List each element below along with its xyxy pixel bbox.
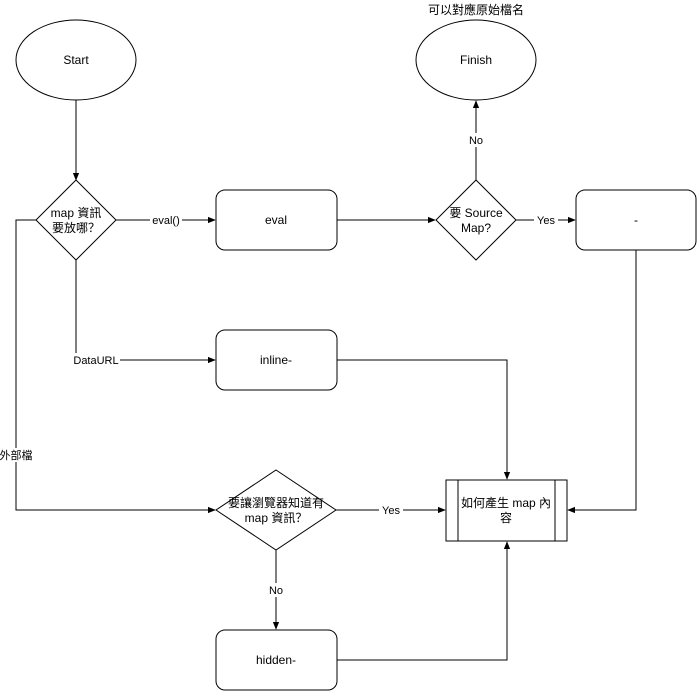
node-hidden-label: hidden-: [256, 653, 296, 667]
edge-inline-to-generate: [337, 359, 511, 480]
edge-dash-to-generate: [567, 250, 637, 514]
edge-decision-to-browser: [15, 219, 216, 514]
decision-browser-know: 要讓瀏覽器知道有 map 資訊？: [215, 469, 337, 551]
decision-where-map-line1: map 資訊: [51, 205, 102, 220]
decision-source-map: 要 Source Map?: [435, 179, 517, 261]
node-start-label: Start: [63, 53, 89, 67]
edge-labels: eval() DataURL 外部檔 No Yes Yes No: [0, 133, 558, 597]
node-finish-label: Finish: [460, 53, 492, 67]
edge-label-yes-generate: Yes: [382, 505, 400, 517]
edge-label-eval: eval(): [152, 215, 180, 227]
edge-label-no-hidden: No: [269, 585, 283, 597]
edge-label-yes-dash: Yes: [537, 215, 555, 227]
node-inline: inline-: [215, 329, 338, 391]
decision-source-map-line1: 要 Source: [449, 206, 503, 220]
edge-label-dataurl: DataURL: [73, 355, 118, 367]
decision-browser-know-line1: 要讓瀏覽器知道有: [228, 495, 324, 510]
node-generate-map-line2: 容: [500, 510, 512, 525]
edge-hidden-to-generate: [337, 541, 511, 661]
node-hidden: hidden-: [215, 629, 338, 691]
node-eval: eval: [215, 189, 338, 251]
edge-label-no-finish: No: [469, 135, 483, 147]
decision-where-map-line2: 要放哪？: [52, 220, 100, 235]
finish-note: 可以對應原始檔名: [428, 2, 524, 17]
node-start: Start: [15, 19, 137, 101]
node-generate-map-line1: 如何產生 map 內: [461, 495, 551, 510]
node-finish: Finish: [415, 19, 537, 101]
decision-where-map: map 資訊 要放哪？: [35, 179, 117, 261]
decision-source-map-line2: Map?: [461, 221, 491, 235]
edge-decision-to-inline: [75, 260, 216, 364]
node-eval-label: eval: [265, 213, 287, 227]
node-inline-label: inline-: [260, 353, 292, 367]
edge-label-external: 外部檔: [0, 448, 33, 462]
node-dash-label: -: [634, 213, 638, 227]
node-generate-map: 如何產生 map 內 容: [445, 479, 568, 542]
node-dash: -: [575, 189, 697, 251]
decision-browser-know-line2: map 資訊？: [245, 510, 308, 525]
